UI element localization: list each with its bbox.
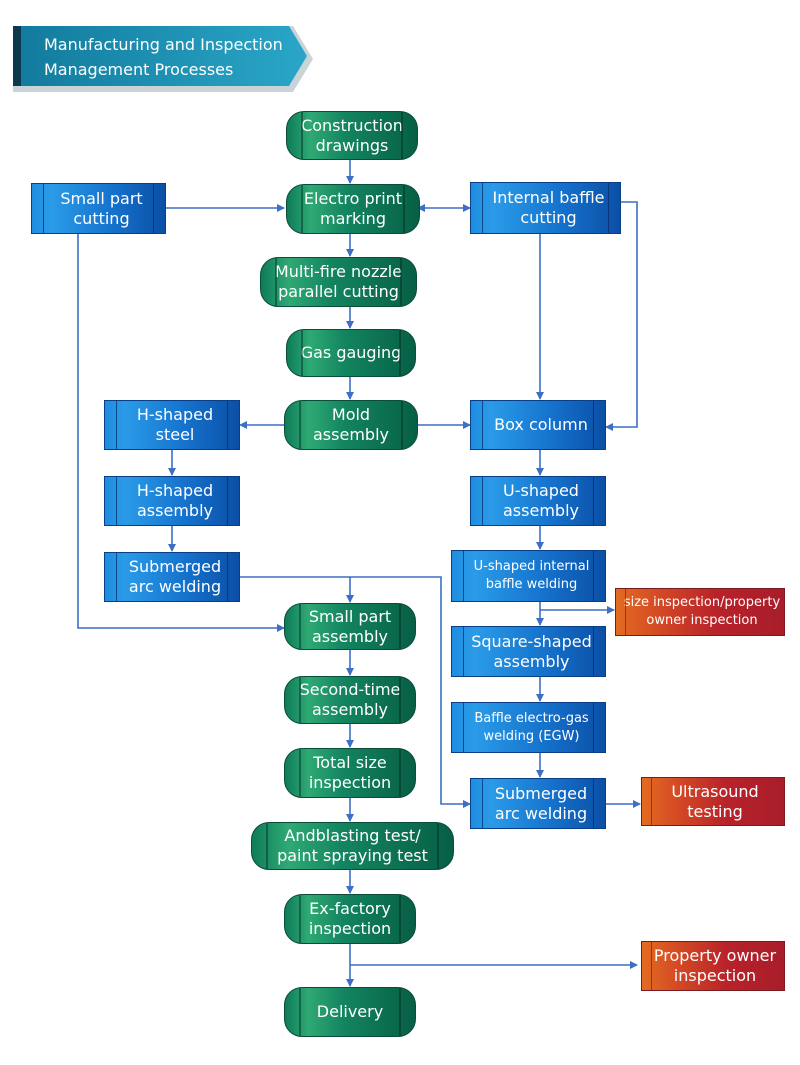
node-label: Box column xyxy=(494,415,588,434)
node-label: Delivery xyxy=(316,1002,384,1021)
node-multi-fire-cutting: Multi-fire nozzle parallel cutting xyxy=(260,257,417,307)
node-property-owner-inspection: Property owner inspection xyxy=(641,941,785,991)
node-box-column: Box column xyxy=(470,400,606,450)
node-label: Ex-factory inspection xyxy=(308,899,392,938)
node-label: Small part cutting xyxy=(60,188,143,228)
node-internal-baffle-cutting: Internal baffle cutting xyxy=(470,182,621,234)
node-u-shaped-internal-baffle-welding: U-shaped internal baffle welding xyxy=(451,550,606,602)
node-total-size-inspection: Total size inspection xyxy=(284,748,416,798)
node-submerged-arc-welding-right: Submerged arc welding xyxy=(470,778,606,829)
node-small-part-assembly: Small part assembly xyxy=(284,603,416,650)
node-label: Total size inspection xyxy=(308,753,392,792)
node-label: Second-time assembly xyxy=(299,680,401,719)
node-square-shaped-assembly: Square-shaped assembly xyxy=(451,626,606,677)
node-label: Submerged arc welding xyxy=(128,557,222,596)
node-label: H-shaped assembly xyxy=(136,481,214,520)
node-size-inspection: size inspection/property owner inspectio… xyxy=(615,588,785,636)
title-line-2: Management Processes xyxy=(44,60,234,79)
node-label: Electro print marking xyxy=(303,189,403,228)
node-delivery: Delivery xyxy=(284,987,416,1037)
node-label: Mold assembly xyxy=(313,405,389,444)
arrow xyxy=(240,576,471,808)
node-label: Andblasting test/ paint spraying test xyxy=(277,826,428,865)
node-label: U-shaped internal baffle welding xyxy=(473,559,590,592)
node-label: Submerged arc welding xyxy=(494,783,588,823)
node-second-time-assembly: Second-time assembly xyxy=(284,676,416,724)
node-label: Construction drawings xyxy=(301,115,403,155)
title-line-1: Manufacturing and Inspection xyxy=(44,35,283,54)
title-banner-shape xyxy=(13,26,313,92)
arrow xyxy=(77,234,285,632)
node-gas-gauging: Gas gauging xyxy=(286,329,416,377)
node-h-shaped-assembly: H-shaped assembly xyxy=(104,476,240,526)
node-construction-drawings: Construction drawings xyxy=(286,111,418,160)
node-label: Baffle electro-gas welding (EGW) xyxy=(474,710,589,744)
node-label: size inspection/property owner inspectio… xyxy=(623,595,781,628)
node-label: H-shaped steel xyxy=(136,405,214,444)
node-h-shaped-steel: H-shaped steel xyxy=(104,400,240,450)
node-andblasting-test: Andblasting test/ paint spraying test xyxy=(251,822,454,870)
node-ultrasound-testing: Ultrasound testing xyxy=(641,777,785,826)
node-small-part-cutting: Small part cutting xyxy=(31,183,166,234)
node-label: Square-shaped assembly xyxy=(471,631,592,671)
node-label: Multi-fire nozzle parallel cutting xyxy=(274,262,403,301)
node-label: Gas gauging xyxy=(300,343,402,362)
node-label: Small part assembly xyxy=(308,606,392,646)
node-submerged-arc-welding-left: Submerged arc welding xyxy=(104,552,240,602)
node-ex-factory-inspection: Ex-factory inspection xyxy=(284,894,416,944)
arrow xyxy=(605,201,638,431)
node-baffle-egw: Baffle electro-gas welding (EGW) xyxy=(451,702,606,753)
node-label: U-shaped assembly xyxy=(503,481,579,520)
node-electro-print-marking: Electro print marking xyxy=(286,184,420,234)
node-label: Ultrasound testing xyxy=(671,781,759,821)
node-u-shaped-assembly: U-shaped assembly xyxy=(470,476,606,526)
node-mold-assembly: Mold assembly xyxy=(284,400,418,450)
node-label: Internal baffle cutting xyxy=(492,188,605,227)
node-label: Property owner inspection xyxy=(653,946,777,985)
title-banner: Manufacturing and Inspection Management … xyxy=(13,26,313,92)
